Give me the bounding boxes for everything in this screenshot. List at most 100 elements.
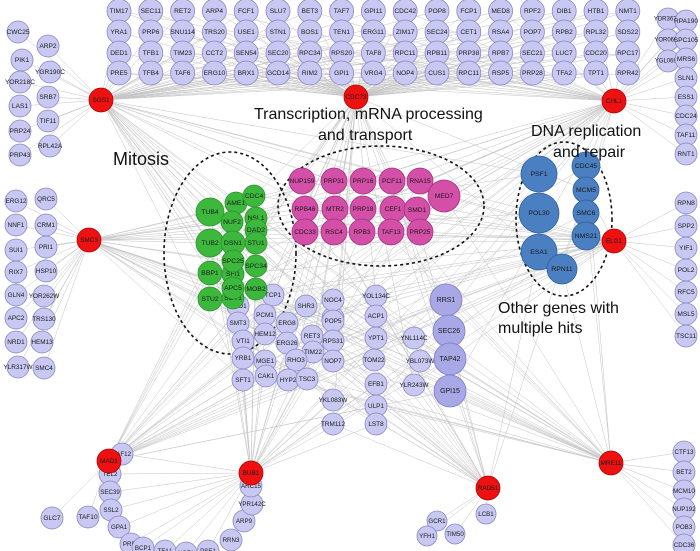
node-label: NOC4 bbox=[324, 297, 342, 304]
gene-node-ynl114c: YNL114C bbox=[400, 326, 428, 350]
node-label: SNU114 bbox=[170, 29, 195, 36]
node-label: SEC21 bbox=[522, 50, 543, 57]
interaction-edge bbox=[109, 472, 252, 493]
transcription-node-med7: MED7 bbox=[427, 179, 461, 213]
gene-node-lst8: LST8 bbox=[364, 412, 388, 436]
interaction-edge bbox=[108, 390, 451, 462]
gene-node-rho3: RHO3 bbox=[284, 348, 308, 372]
gene-node-stn1: STN1 bbox=[265, 19, 291, 45]
node-label: TUB4 bbox=[201, 209, 219, 216]
node-circle bbox=[392, 60, 418, 86]
node-label: ESA1 bbox=[530, 249, 548, 256]
node-label: PRE7 bbox=[123, 541, 140, 548]
interaction-edge bbox=[250, 337, 377, 474]
node-label: ERG8 bbox=[278, 320, 296, 327]
node-circle bbox=[378, 167, 406, 195]
node-circle bbox=[343, 84, 369, 110]
node-circle bbox=[34, 187, 58, 211]
node-label: RNA15 bbox=[409, 178, 431, 185]
node-circle bbox=[294, 294, 318, 318]
node-circle bbox=[571, 221, 601, 251]
node-label: RHO3 bbox=[287, 357, 305, 364]
interaction-edge bbox=[108, 322, 239, 462]
node-circle bbox=[8, 94, 32, 118]
node-circle bbox=[32, 307, 56, 331]
interaction-edge bbox=[355, 72, 438, 98]
interaction-edge bbox=[500, 72, 615, 102]
interaction-edge bbox=[287, 100, 615, 381]
node-label: GCR1 bbox=[428, 518, 446, 525]
node-label: POP7 bbox=[524, 29, 542, 36]
gene-node-tim17: TIM17 bbox=[106, 0, 132, 24]
node-label: MRS6 bbox=[677, 56, 696, 63]
node-circle bbox=[76, 505, 100, 529]
gene-node-rpc34: RPC34 bbox=[297, 40, 323, 66]
node-circle bbox=[520, 60, 545, 86]
interaction-edge bbox=[250, 399, 334, 474]
node-label: TAF7 bbox=[334, 8, 350, 15]
node-circle bbox=[8, 119, 32, 143]
node-label: PCF11 bbox=[382, 178, 402, 185]
other-gene-node-tap42: TAP42 bbox=[433, 342, 467, 376]
node-circle bbox=[38, 134, 62, 158]
interaction-edge bbox=[332, 100, 615, 301]
node-circle bbox=[598, 450, 624, 476]
node-label: SEN54 bbox=[236, 50, 257, 57]
node-label: SEC11 bbox=[141, 8, 162, 15]
node-circle bbox=[231, 368, 255, 392]
interaction-edge bbox=[109, 472, 252, 475]
node-label: MRE11 bbox=[601, 460, 622, 467]
node-circle bbox=[254, 364, 278, 388]
gene-node-pik1: PIK1 bbox=[10, 48, 34, 72]
transcription-node-rna15: RNA15 bbox=[406, 167, 434, 195]
node-circle bbox=[444, 523, 466, 545]
node-circle bbox=[674, 191, 698, 215]
gene-node-sds22: SDS22 bbox=[615, 19, 641, 45]
interaction-edge bbox=[108, 359, 375, 462]
interaction-edge bbox=[610, 462, 685, 510]
node-circle bbox=[36, 34, 60, 58]
node-circle bbox=[233, 60, 259, 86]
node-label: SEC39 bbox=[100, 489, 120, 496]
interaction-edge bbox=[164, 472, 252, 551]
node-label: PRP6 bbox=[142, 29, 160, 36]
node-label: MOB2 bbox=[246, 286, 265, 293]
node-label: SFT1 bbox=[235, 377, 251, 384]
node-label: GLC7 bbox=[43, 515, 61, 522]
gene-node-smc4: SMC4 bbox=[32, 356, 56, 380]
node-circle bbox=[488, 60, 514, 86]
node-label: SPC34 bbox=[245, 263, 267, 270]
node-label: AME1 bbox=[227, 200, 246, 207]
mitosis-node-stu2: STU2 bbox=[197, 286, 223, 312]
gene-node-brx1: BRX1 bbox=[233, 60, 259, 86]
node-label: CAK1 bbox=[258, 373, 275, 380]
interaction-edge bbox=[88, 239, 234, 262]
node-label: ELG1 bbox=[606, 238, 623, 245]
node-circle bbox=[221, 249, 245, 273]
node-label: TAF11 bbox=[677, 132, 696, 139]
node-circle bbox=[424, 60, 450, 86]
interaction-edge bbox=[295, 359, 489, 489]
node-label: RPB2 bbox=[556, 29, 574, 36]
node-label: CDC24 bbox=[675, 113, 697, 120]
node-label: TEL2 bbox=[103, 471, 118, 478]
node-label: BET2 bbox=[676, 469, 692, 476]
interaction-edge bbox=[250, 212, 540, 474]
node-label: ARP9 bbox=[236, 518, 253, 525]
gene-node-nop7: NOP7 bbox=[321, 349, 345, 373]
interaction-edge bbox=[47, 45, 102, 101]
node-circle bbox=[219, 528, 243, 551]
interaction-edge bbox=[17, 239, 90, 368]
node-label: ERG12 bbox=[6, 198, 27, 205]
node-label: RIX7 bbox=[9, 269, 24, 276]
gene-node-nrd1: NRD1 bbox=[4, 330, 28, 354]
node-circle bbox=[583, 60, 609, 86]
interaction-edge bbox=[19, 81, 102, 101]
node-label: RPR42 bbox=[617, 70, 639, 77]
gene-node-fcf1: FCF1 bbox=[233, 0, 259, 24]
mitosis-label: Mitosis bbox=[113, 149, 169, 169]
interaction-edge bbox=[375, 405, 612, 464]
gene-node-gpi1: GPI1 bbox=[329, 60, 355, 86]
node-circle bbox=[674, 142, 698, 166]
gene-node-bcp1: BCP1 bbox=[131, 536, 155, 551]
